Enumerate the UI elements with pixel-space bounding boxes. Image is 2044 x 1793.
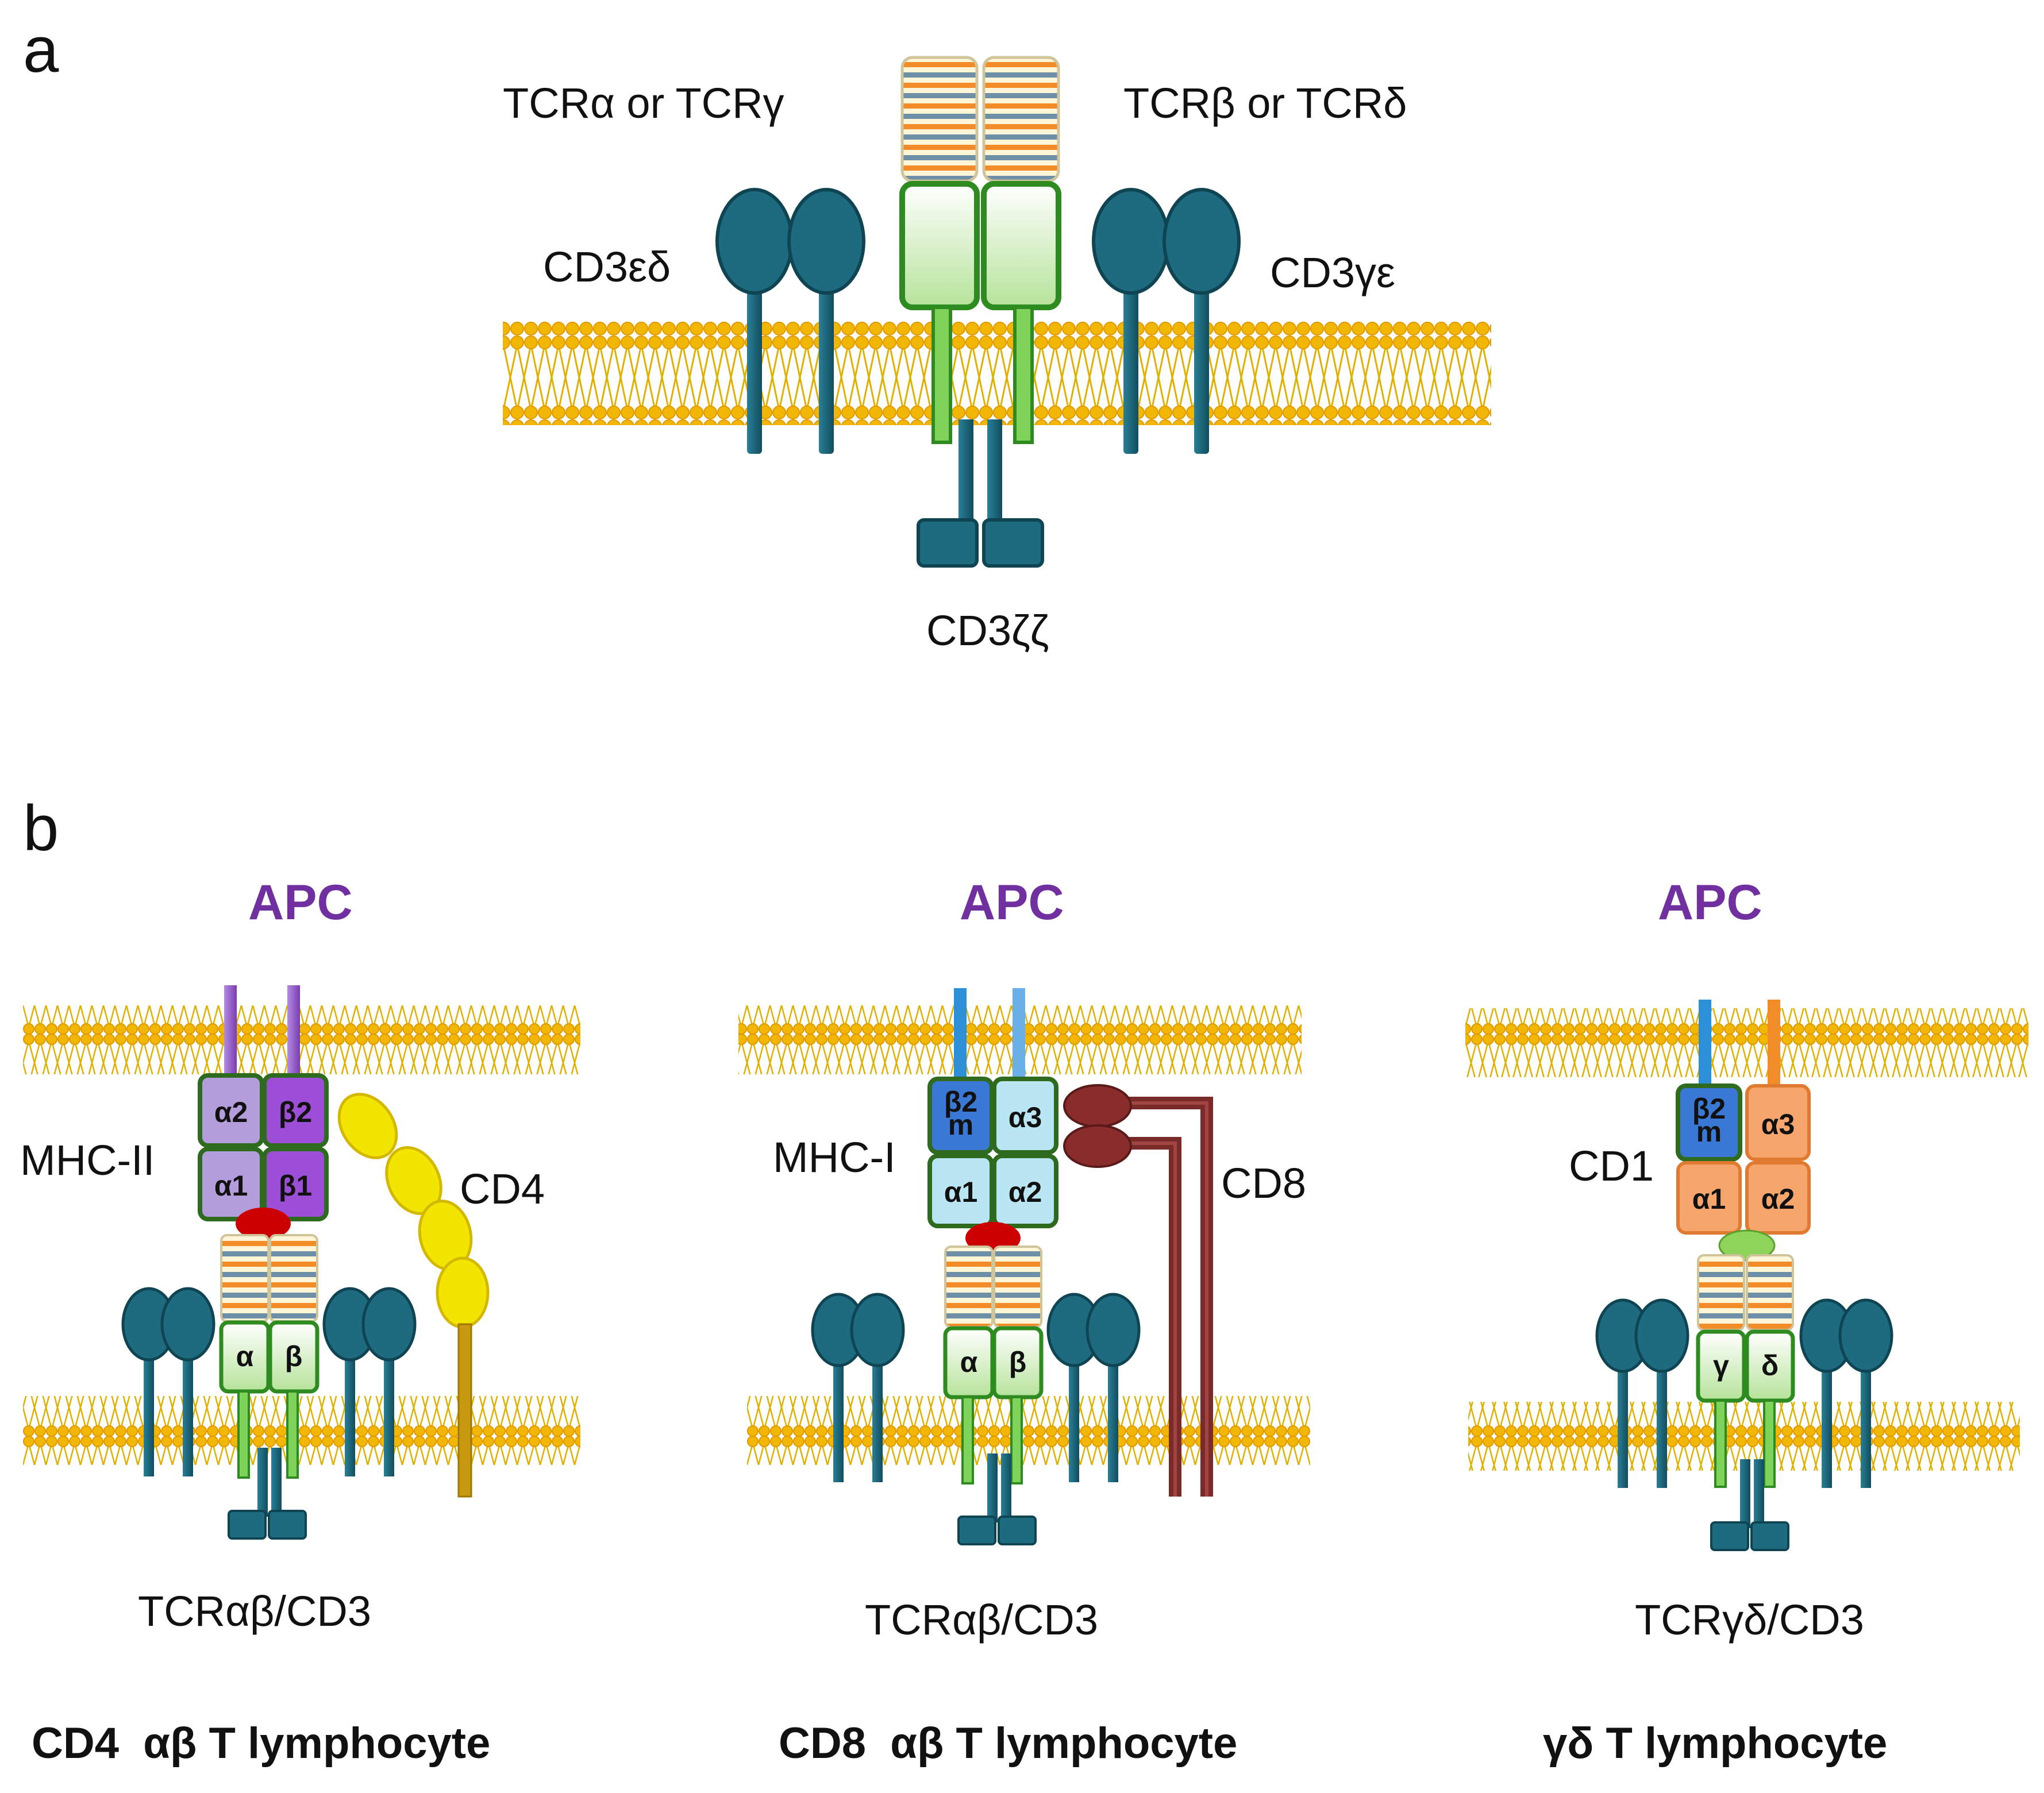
gd-domain-bl: α1 — [1692, 1183, 1726, 1215]
cd4-coreceptor-label: CD4 — [460, 1165, 545, 1213]
cd3-left-label: CD3εδ — [543, 243, 671, 291]
cd4-antigen-peptide — [236, 1208, 291, 1240]
gd-cell-label: γδ T lymphocyte — [1543, 1719, 1887, 1768]
gd-complex-label: TCRγδ/CD3 — [1635, 1596, 1864, 1644]
cd3-zeta-label: CD3ζζ — [926, 607, 1049, 654]
gd-chain-r: δ — [1761, 1349, 1779, 1382]
cd8-apc-label: APC — [960, 875, 1064, 930]
cd8-chain-r: β — [1009, 1346, 1027, 1378]
cd8-domain-bl: α1 — [944, 1176, 978, 1208]
cd4-domain-bl: α1 — [214, 1170, 248, 1202]
cd8-mhc-label: MHC-I — [773, 1133, 896, 1181]
cd3-right-label: CD3γε — [1270, 249, 1395, 296]
cd4-cell-label: CD4 αβ T lymphocyte — [32, 1719, 490, 1768]
tcr-left-label: TCRα or TCRγ — [503, 79, 784, 127]
gd-domain-tr: α3 — [1761, 1108, 1795, 1140]
cd8-t-membrane — [747, 1396, 1310, 1465]
cd8-complex-label: TCRαβ/CD3 — [865, 1596, 1098, 1644]
tcr-heterodimer — [899, 56, 1061, 444]
cd8-chain-l: α — [960, 1346, 978, 1378]
cd4-apc-label: APC — [248, 875, 353, 930]
cd4-complex-label: TCRαβ/CD3 — [138, 1587, 371, 1635]
cd4-domain-br: β1 — [279, 1170, 312, 1202]
gd-chain-l: γ — [1713, 1349, 1729, 1382]
cd8-coreceptor — [1063, 1084, 1213, 1497]
tcr-right-label: TCRβ or TCRδ — [1123, 79, 1407, 127]
cd4-domain-tr: β2 — [279, 1096, 312, 1128]
cd4-mhc-label: MHC-II — [20, 1136, 155, 1184]
cd4-panel: APC α2 β2 α1 β1 α β — [20, 875, 580, 1768]
gd-apc-label: APC — [1658, 875, 1762, 930]
cd3-zeta-dimer — [917, 419, 1044, 568]
gd-mhc-label: CD1 — [1569, 1142, 1654, 1190]
panel-b-letter: b — [23, 792, 59, 864]
cd3-ge-pair — [1092, 188, 1241, 454]
gd-apc-membrane — [1465, 1008, 2028, 1077]
gd-domain-br: α2 — [1761, 1183, 1795, 1215]
cd4-apc-membrane — [23, 1005, 580, 1074]
cd3-ed-pair — [715, 188, 865, 454]
cd4-chain-l: α — [236, 1340, 254, 1372]
cd4-chain-r: β — [285, 1340, 303, 1372]
panel-a-letter: a — [23, 14, 59, 86]
cd4-coreceptor — [337, 1093, 490, 1498]
cd4-t-membrane — [23, 1396, 580, 1465]
cd8-cell-label: CD8 αβ T lymphocyte — [779, 1719, 1237, 1768]
panel-a-membrane — [503, 322, 1491, 425]
cd4-domain-tl: α2 — [214, 1096, 248, 1128]
cd8-coreceptor-label: CD8 — [1221, 1159, 1306, 1207]
cd8-domain-br: α2 — [1008, 1176, 1042, 1208]
cd8-domain-tr: α3 — [1008, 1101, 1042, 1133]
